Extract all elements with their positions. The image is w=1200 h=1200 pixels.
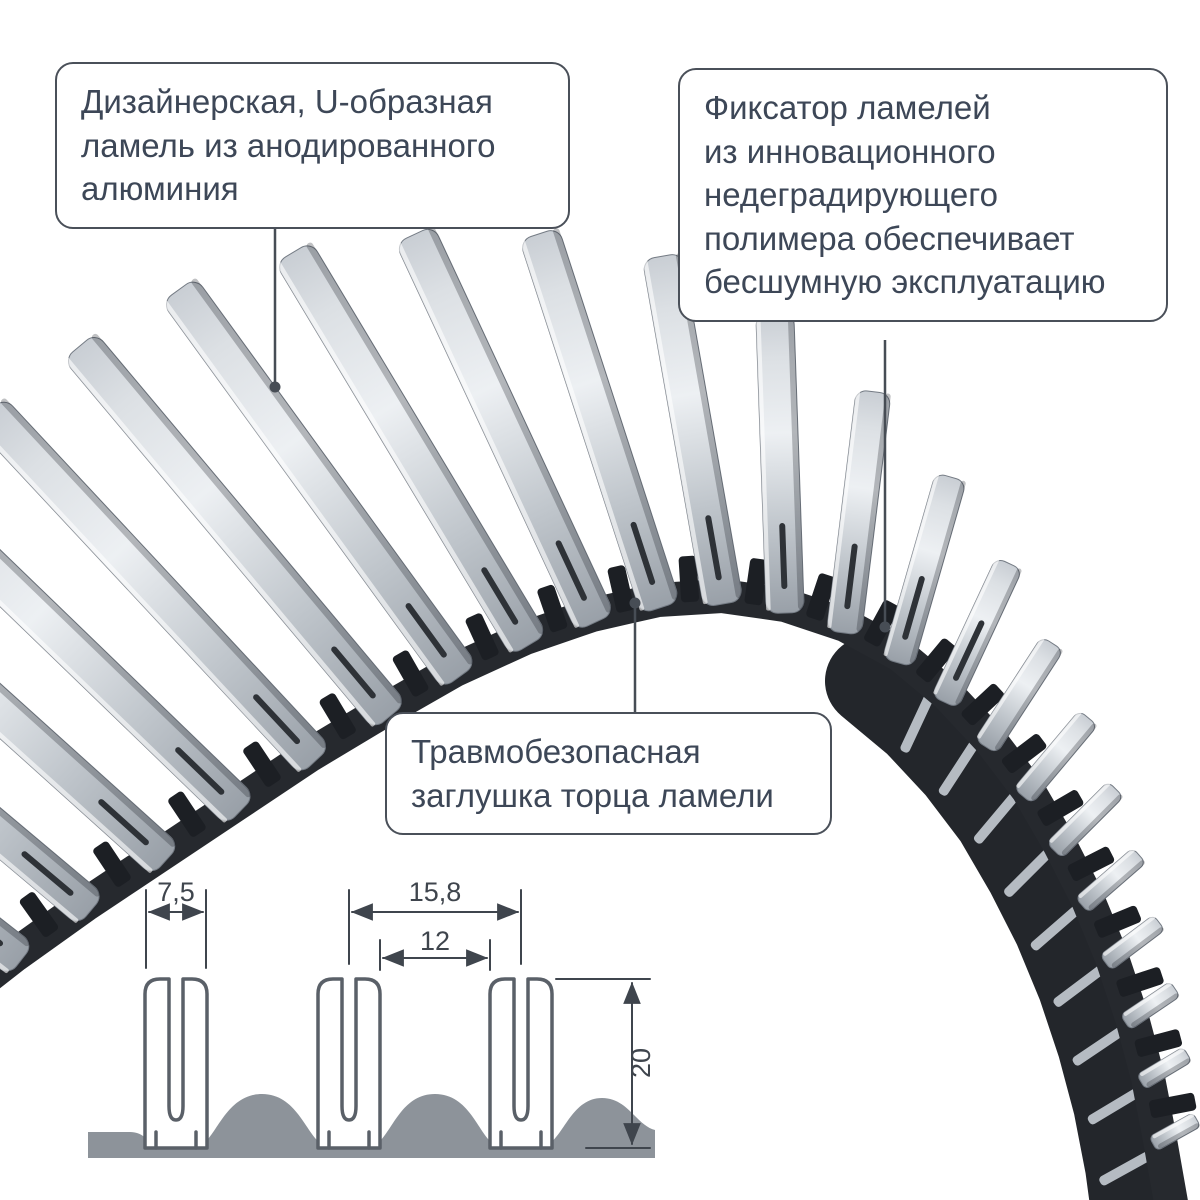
callout-fixator-line5: бесшумную эксплуатацию — [704, 263, 1106, 301]
lamella-edge-strip — [1072, 1022, 1132, 1066]
lamella — [1138, 1047, 1191, 1088]
lamella-top-slot — [253, 694, 301, 745]
fixator-clip — [537, 584, 568, 633]
fixator-clip — [916, 638, 957, 683]
lamella-top-slot — [953, 620, 985, 681]
fixator-clip — [93, 841, 131, 887]
lamella-top-slot — [779, 523, 788, 590]
lamella — [1101, 915, 1164, 969]
callout-fixator-line4: полимера обеспечивает — [704, 219, 1075, 257]
fixator-clip — [1116, 967, 1164, 997]
lamella-profile — [143, 977, 209, 1150]
fixator-clip — [465, 613, 499, 661]
fixator-clip — [1149, 1092, 1197, 1118]
dimension-drawing: 7,5 15,8 12 20 — [88, 877, 656, 1158]
lamella-top-slot — [844, 543, 858, 610]
lamella-edge-strip — [900, 689, 936, 753]
callout-fixator: Фиксатор ламелей из инновационного недег… — [678, 68, 1168, 322]
lamella — [0, 470, 252, 823]
lamella — [933, 558, 1022, 706]
fixator-clip — [319, 693, 356, 740]
fixator-clip — [744, 558, 768, 606]
fixator-clip — [243, 741, 281, 787]
lamella-edge-strip — [1053, 961, 1111, 1007]
lamella-top-slot — [902, 576, 925, 640]
fixator-clip — [1134, 1029, 1183, 1057]
lamella — [642, 253, 743, 606]
fixator-clip — [1037, 790, 1084, 826]
fixator-clip — [1067, 846, 1115, 881]
dimension-lines — [145, 889, 651, 1149]
lamella-top-slot — [405, 603, 447, 658]
fixator-clip — [678, 555, 699, 603]
leader-endcap — [629, 597, 641, 714]
dimension-labels: 7,5 15,8 12 20 — [157, 877, 656, 1078]
fixator-clip — [806, 573, 836, 621]
lamella — [0, 398, 328, 772]
lamella — [64, 333, 404, 727]
callout-endcap-line1: Травмобезопасная — [411, 733, 701, 770]
dimension-label-pitch: 15,8 — [409, 877, 462, 907]
lamella — [1150, 1113, 1200, 1150]
lamella-top-slot — [98, 799, 149, 846]
lamella — [396, 226, 613, 628]
callout-lamella-line3: алюминия — [81, 170, 239, 208]
fixator-clip — [607, 565, 634, 613]
lamella-top-slot — [630, 521, 656, 585]
callout-endcap: Травмобезопасная заглушка торца ламели — [385, 712, 832, 836]
lamella-edge-strip — [1004, 845, 1056, 897]
lamella — [827, 389, 891, 635]
callout-endcap-line2: заглушка торца ламели — [411, 776, 774, 814]
lamella — [1048, 782, 1123, 857]
leader-lamella — [269, 229, 281, 393]
lamella-edge-strip — [1030, 901, 1086, 951]
fixator-clip — [961, 683, 1005, 726]
callout-fixator-line3: недеградирующего — [704, 176, 998, 214]
lamella — [1016, 711, 1097, 802]
lamella-edge-strip — [973, 788, 1023, 844]
dimension-label-gap: 12 — [420, 926, 450, 956]
lamella — [1122, 982, 1180, 1029]
lamella — [275, 242, 545, 653]
lamella-edge-strip — [1087, 1083, 1149, 1125]
lamella — [0, 608, 101, 923]
fixator-clip — [392, 650, 429, 697]
callout-lamella-line2: ламель из анодированного — [81, 126, 496, 164]
fixator-clip — [1094, 905, 1142, 938]
lamella — [1077, 848, 1145, 911]
leader-fixator — [879, 340, 891, 633]
lamella-top-slot — [481, 567, 519, 625]
callout-fixator-line1: Фиксатор ламелей — [704, 89, 991, 126]
lamella-edge-strip — [1099, 1146, 1161, 1186]
lamella — [520, 228, 679, 612]
fixator-clip — [19, 892, 59, 937]
dimension-label-height: 20 — [626, 1048, 656, 1078]
callout-lamella-line1: Дизайнерская, U-образная — [81, 83, 493, 120]
lamella — [883, 473, 966, 666]
lamella-top-slot — [705, 515, 722, 581]
lamella — [0, 675, 31, 974]
callout-leaders — [269, 229, 891, 714]
callout-fixator-line2: из инновационного — [704, 132, 996, 170]
lamella — [162, 278, 474, 686]
lamella-profile — [316, 977, 382, 1150]
lamella-profile — [488, 977, 554, 1150]
lamella-edge-strip — [938, 736, 982, 796]
lamella — [977, 637, 1063, 752]
dimension-label-width: 7,5 — [157, 877, 195, 907]
lamella-top-slot — [175, 747, 225, 795]
band-cross-section — [88, 1094, 655, 1158]
lamella-top-slot — [21, 851, 74, 896]
lamella-top-slot — [555, 540, 587, 601]
grille-render — [0, 226, 1200, 1200]
callout-lamella: Дизайнерская, U-образная ламель из аноди… — [55, 62, 570, 229]
lamella — [0, 538, 177, 873]
lamella-top-slot — [331, 646, 376, 699]
fixator-clip — [168, 791, 206, 837]
fixator-clip — [1001, 734, 1047, 773]
